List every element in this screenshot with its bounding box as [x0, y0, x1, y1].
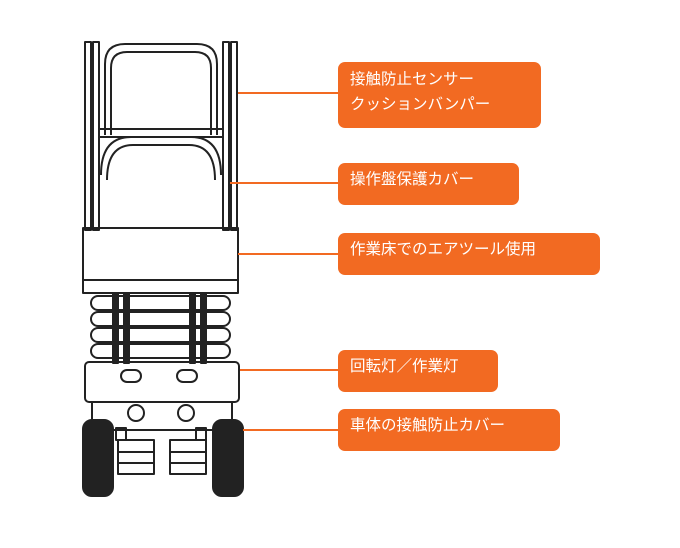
scissor-stack: [90, 292, 231, 364]
bumper-sensor-left: [127, 404, 145, 422]
left-wheel: [82, 419, 114, 497]
platform-skirt: [82, 279, 239, 294]
callout-cushion-bumper: 接触防止センサー クッションバンパー: [338, 62, 541, 128]
work-light-right: [176, 369, 198, 383]
right-wheel: [212, 419, 244, 497]
callout-control-panel-cover: 操作盤保護カバー: [338, 163, 519, 205]
chassis: [84, 361, 240, 475]
step-right: [169, 439, 207, 475]
callout-air-tool: 作業床でのエアツール使用: [338, 233, 600, 275]
platform-deck: [82, 227, 239, 281]
work-light-left: [120, 369, 142, 383]
step-left: [117, 439, 155, 475]
mid-rail: [98, 128, 224, 138]
callout-body-cover: 車体の接触防止カバー: [338, 409, 560, 451]
guardrail-posts: [84, 41, 238, 231]
lower-guardrail: [100, 136, 222, 181]
upper-guardrail: [104, 43, 218, 135]
bumper-sensor-right: [177, 404, 195, 422]
callout-rotating-light: 回転灯／作業灯: [338, 350, 498, 392]
